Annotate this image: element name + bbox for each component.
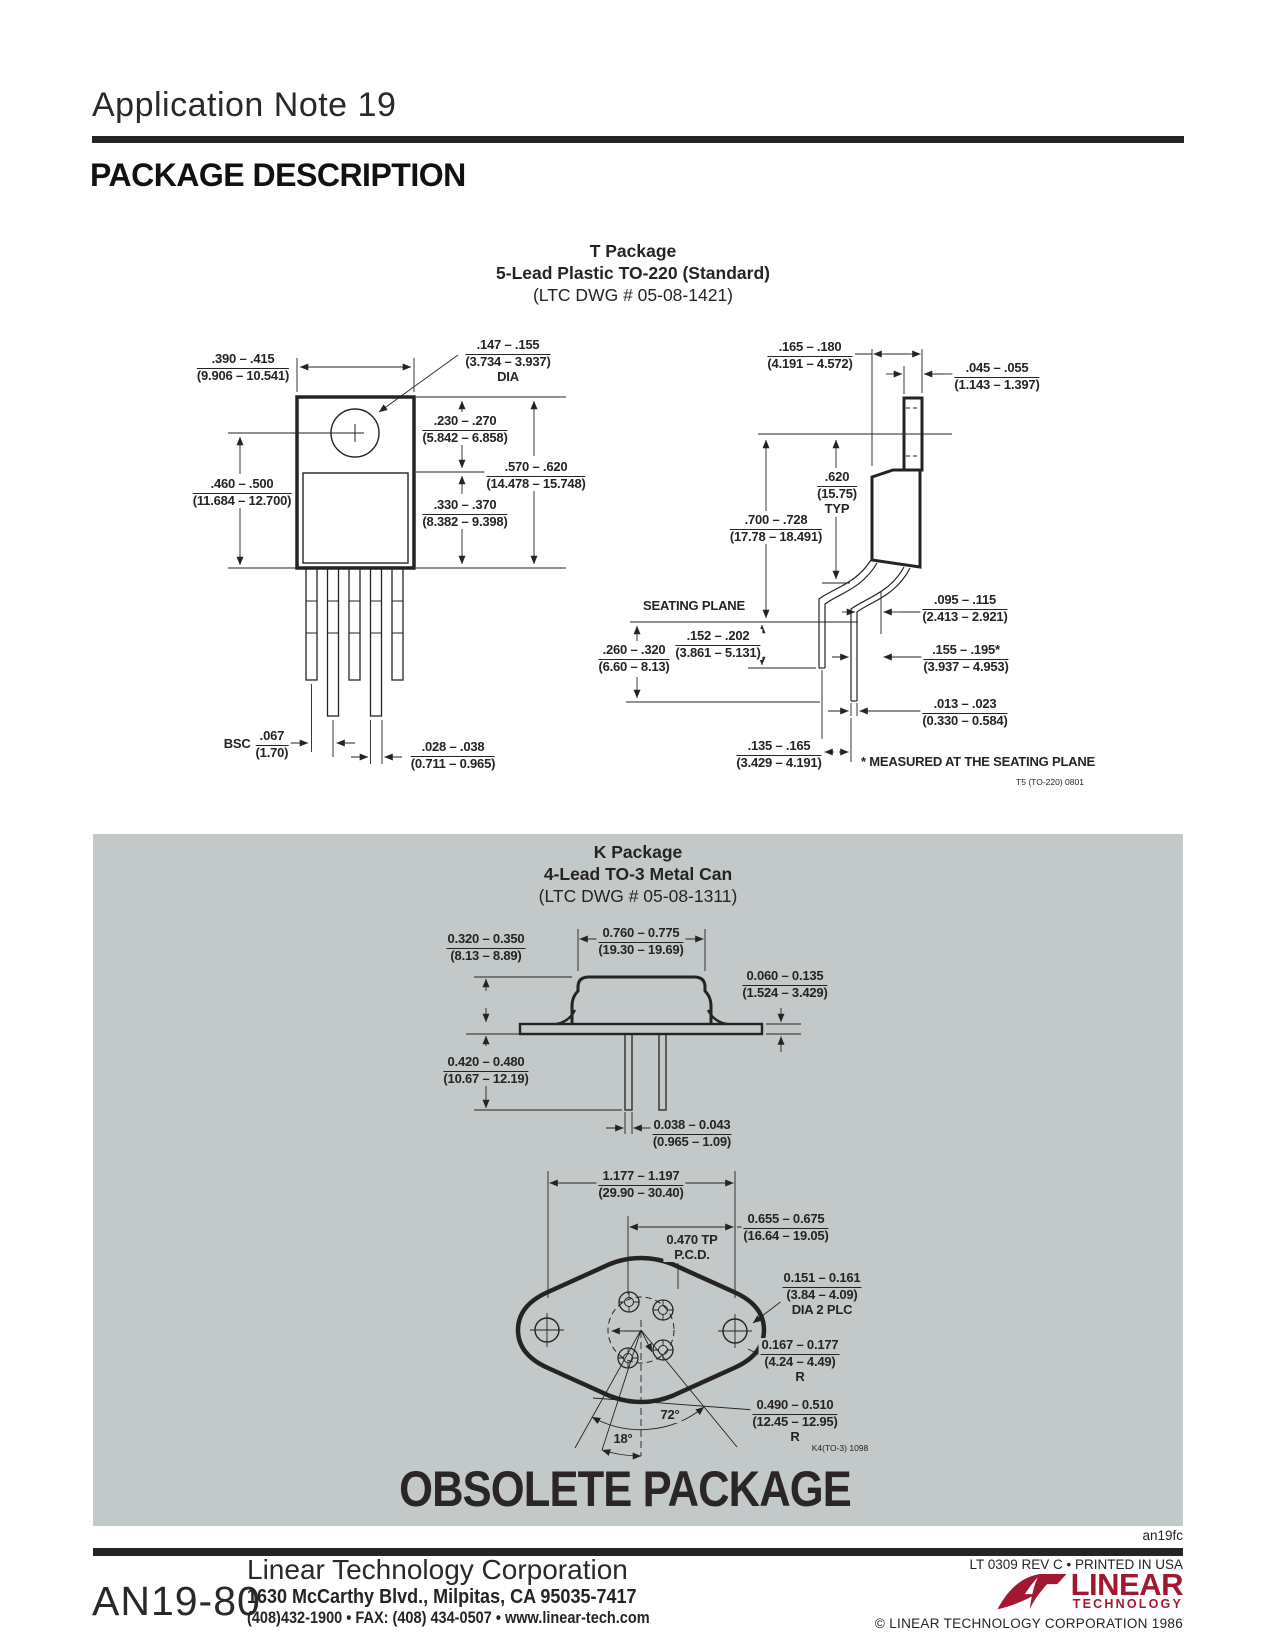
k-side-view [518,975,764,1111]
k-package-title: K Package 4-Lead TO-3 Metal Can (LTC DWG… [338,841,938,907]
figure-code: an19fc [1142,1528,1183,1543]
t-side-view [758,396,952,702]
k-package-name: K Package [593,842,683,862]
logo-wordmark: LINEAR [1070,1567,1184,1602]
company-contacts: (408)432-1900 • FAX: (408) 434-0507 • ww… [247,1609,650,1627]
k-pitch-circle [607,1296,675,1364]
t-front-view [295,395,416,717]
company-address: 1630 McCarthy Blvd., Milpitas, CA 95035-… [247,1586,637,1608]
logo-subtext: TECHNOLOGY [1072,1597,1183,1611]
linear-technology-logo: LINEAR TECHNOLOGY [996,1567,1184,1614]
t-package-name: T Package [589,241,677,261]
obsolete-package-label: OBSOLETE PACKAGE [399,1461,852,1517]
k-package-subtitle: 4-Lead TO-3 Metal Can [543,864,733,884]
t-leads [305,567,404,717]
company-name: Linear Technology Corporation [247,1554,628,1585]
t-side-leads [818,559,911,702]
title-rule [92,136,1184,143]
k-lead [658,1033,667,1111]
k-lead-circles [617,1291,674,1369]
k-bottom-dimension-lines [547,1171,788,1460]
t-package-title: T Package 5-Lead Plastic TO-220 (Standar… [333,240,933,306]
print-code: LT 0309 REV C • PRINTED IN USA [969,1557,1183,1572]
k-side-dimension-lines [466,929,801,1134]
t-package-drawing [228,349,956,764]
t-package-subtitle: 5-Lead Plastic TO-220 (Standard) [496,263,770,283]
page-number: AN19-80 [92,1578,261,1624]
t-package-dwg-ref: (LTC DWG # 05-08-1421) [532,285,734,305]
copyright-line: © LINEAR TECHNOLOGY CORPORATION 1986 [874,1616,1183,1631]
k-lead [624,1033,633,1111]
k-bottom-view [515,1255,767,1456]
page-title: Application Note 19 [92,86,397,124]
t-side-dimension-lines [626,349,956,762]
t-front-dimension-lines [228,354,566,764]
section-title: PACKAGE DESCRIPTION [90,157,466,193]
k-package-drawing [466,929,801,1460]
k-package-dwg-ref: (LTC DWG # 05-08-1311) [538,886,738,906]
k-mounting-holes [530,1313,752,1348]
footer-rule [93,1548,1183,1556]
lt-logo-icon [997,1574,1067,1610]
